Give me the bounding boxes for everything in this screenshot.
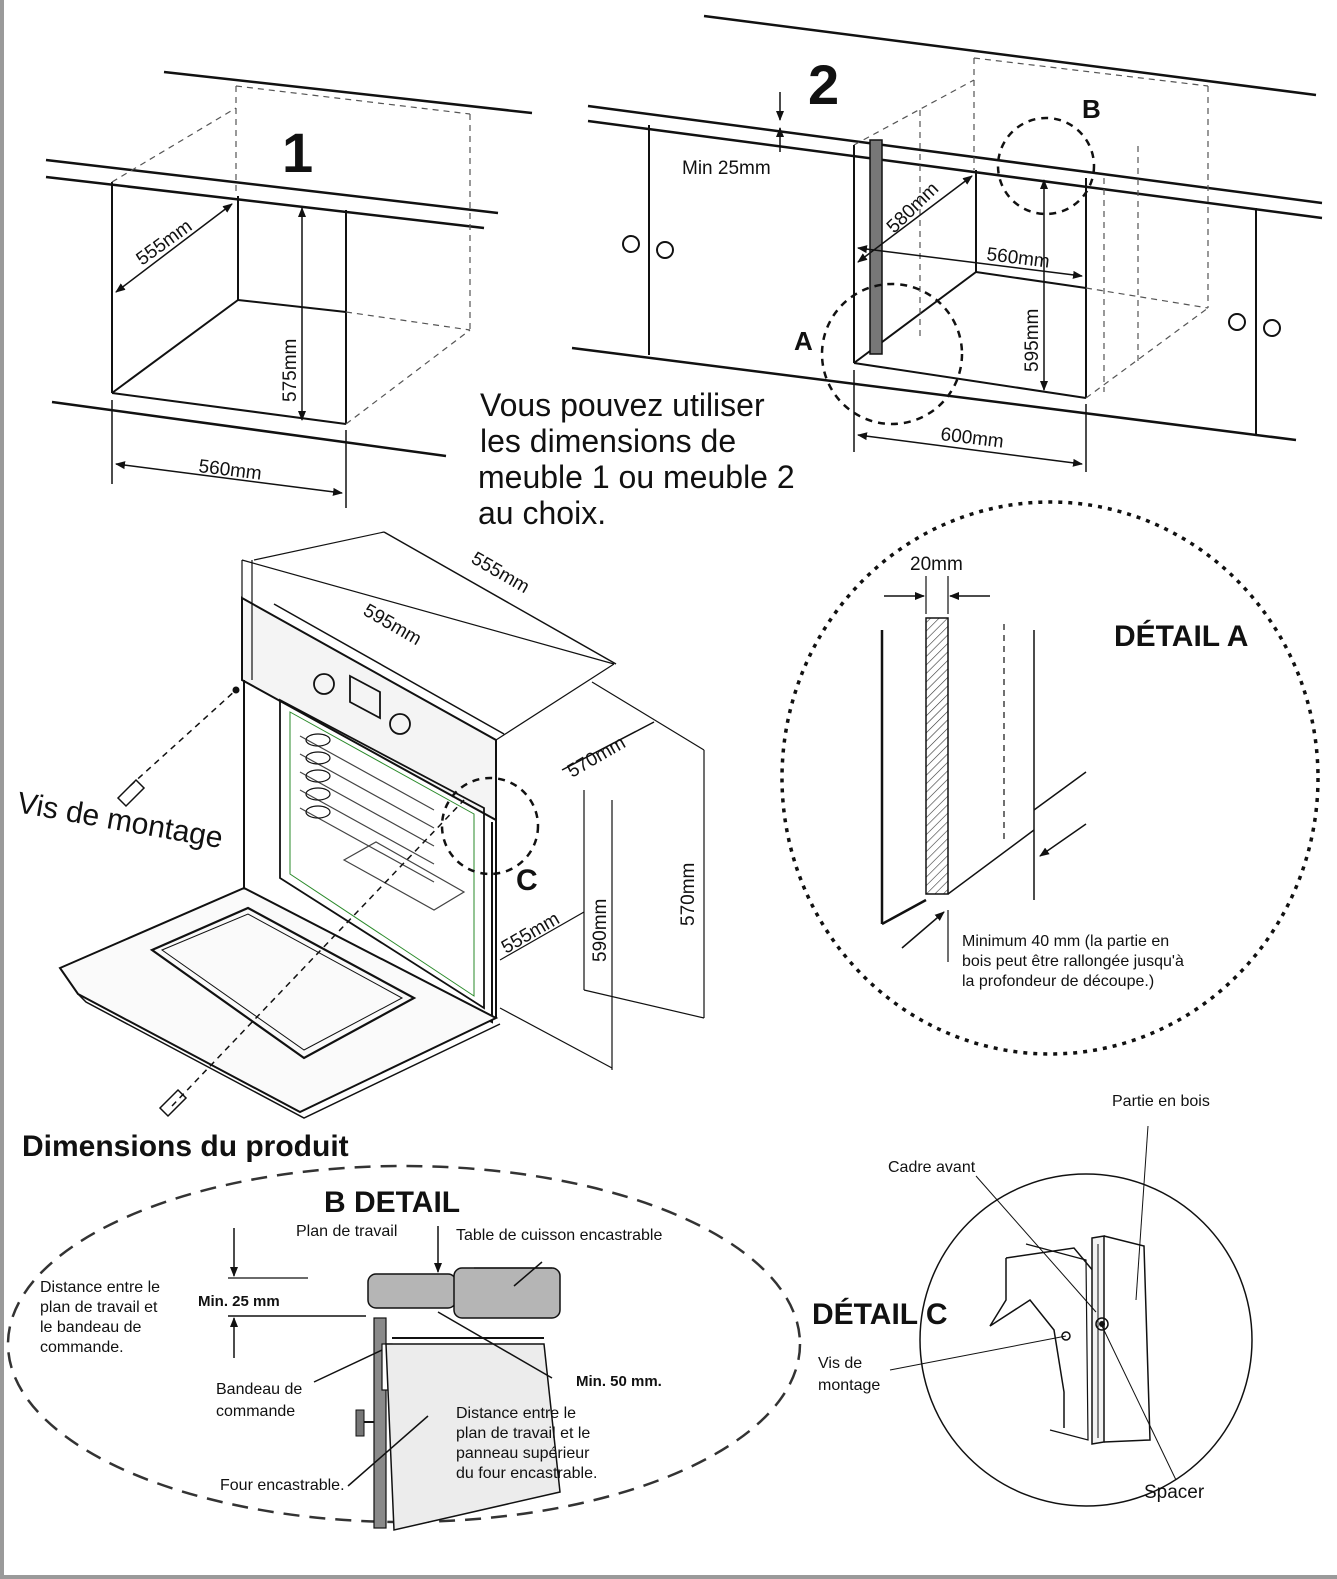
detail-c-screw-line: Vis de <box>818 1355 862 1372</box>
marker-a: A <box>794 326 813 356</box>
marker-b: B <box>1082 94 1101 124</box>
detail-a-thickness-label: 20mm <box>910 554 963 575</box>
detail-a-note-line: bois peut être rallongée jusqu'à <box>962 953 1184 970</box>
note-line: Vous pouvez utiliser <box>480 387 765 423</box>
distance-panel-line: Distance entre le <box>40 1279 160 1296</box>
cabinet-2-number: 2 <box>808 53 839 116</box>
distance-top-line: panneau supérieur <box>456 1445 590 1462</box>
detail-a-note-line: Minimum 40 mm (la partie en <box>962 933 1169 950</box>
cabinet-1-height-label: 575mm <box>280 339 301 402</box>
distance-top-note: Distance entre le plan de travail et le … <box>456 1405 597 1482</box>
min-25-label: Min. 25 mm <box>198 1293 280 1310</box>
oven-illustration <box>58 531 705 1119</box>
detail-a-note: Minimum 40 mm (la partie en bois peut êt… <box>962 933 1184 990</box>
hob-label: Table de cuisson encastrable <box>456 1227 662 1244</box>
oven-depth-top-label: 555mm <box>468 548 533 598</box>
detail-c-screw-line: montage <box>818 1377 880 1394</box>
distance-panel-line: plan de travail et <box>40 1299 158 1316</box>
control-panel-line: commande <box>216 1403 295 1420</box>
detail-b-title: B DETAIL <box>324 1186 460 1219</box>
spacer-label: Spacer <box>1144 1482 1205 1503</box>
distance-top-line: plan de travail et le <box>456 1425 590 1442</box>
detail-b <box>6 1164 802 1531</box>
cabinet-1 <box>45 70 533 508</box>
detail-c <box>889 1125 1253 1507</box>
detail-a-title: DÉTAIL A <box>1114 619 1248 653</box>
note-line: au choix. <box>478 495 606 531</box>
oven-lower-depth-label: 555mm <box>498 908 563 958</box>
distance-panel-note: Distance entre le plan de travail et le … <box>40 1279 160 1356</box>
worktop-label: Plan de travail <box>296 1223 397 1240</box>
cabinet-2-depth-label: 580mm <box>883 178 943 237</box>
oven-height-right-label: 570mm <box>564 732 629 782</box>
cabinet-2 <box>571 14 1323 472</box>
cabinet-1-depth-label: 555mm <box>133 216 197 270</box>
detail-c-screw-note: Vis de montage <box>818 1355 880 1394</box>
detail-a <box>780 500 1320 1056</box>
control-panel-note: Bandeau de commande <box>216 1381 302 1420</box>
cabinet-2-inner-width-label: 560mm <box>985 244 1050 273</box>
cabinet-2-min-gap-label: Min 25mm <box>682 158 771 179</box>
distance-panel-line: commande. <box>40 1339 124 1356</box>
distance-top-line: du four encastrable. <box>456 1465 597 1482</box>
oven-height-side-label: 570mm <box>678 863 699 926</box>
cabinet-1-width-label: 560mm <box>197 456 262 485</box>
marker-c: C <box>516 864 538 897</box>
wood-part-label: Partie en bois <box>1112 1093 1210 1110</box>
distance-top-line: Distance entre le <box>456 1405 576 1422</box>
min-50-label: Min. 50 mm. <box>576 1373 662 1390</box>
built-in-oven-label: Four encastrable. <box>220 1477 345 1494</box>
detail-c-title: DÉTAIL C <box>812 1297 948 1331</box>
note-line: les dimensions de <box>480 423 736 459</box>
cabinet-2-height-label: 595mm <box>1022 309 1043 372</box>
oven-width-label: 595mm <box>360 600 425 650</box>
diagram-canvas: 1 555mm 575mm 560mm <box>6 14 1323 1531</box>
detail-a-note-line: la profondeur de découpe.) <box>962 973 1154 990</box>
front-frame-label: Cadre avant <box>888 1159 976 1176</box>
cabinet-2-outer-width-label: 600mm <box>939 424 1004 453</box>
note-line: meuble 1 ou meuble 2 <box>478 459 795 495</box>
distance-panel-line: le bandeau de <box>40 1319 142 1336</box>
oven-total-height-label: 590mm <box>590 899 611 962</box>
cabinet-1-number: 1 <box>282 121 313 184</box>
cabinet-choice-note: Vous pouvez utiliser les dimensions de m… <box>478 387 795 531</box>
control-panel-line: Bandeau de <box>216 1381 302 1398</box>
product-dimensions-title: Dimensions du produit <box>22 1130 349 1163</box>
